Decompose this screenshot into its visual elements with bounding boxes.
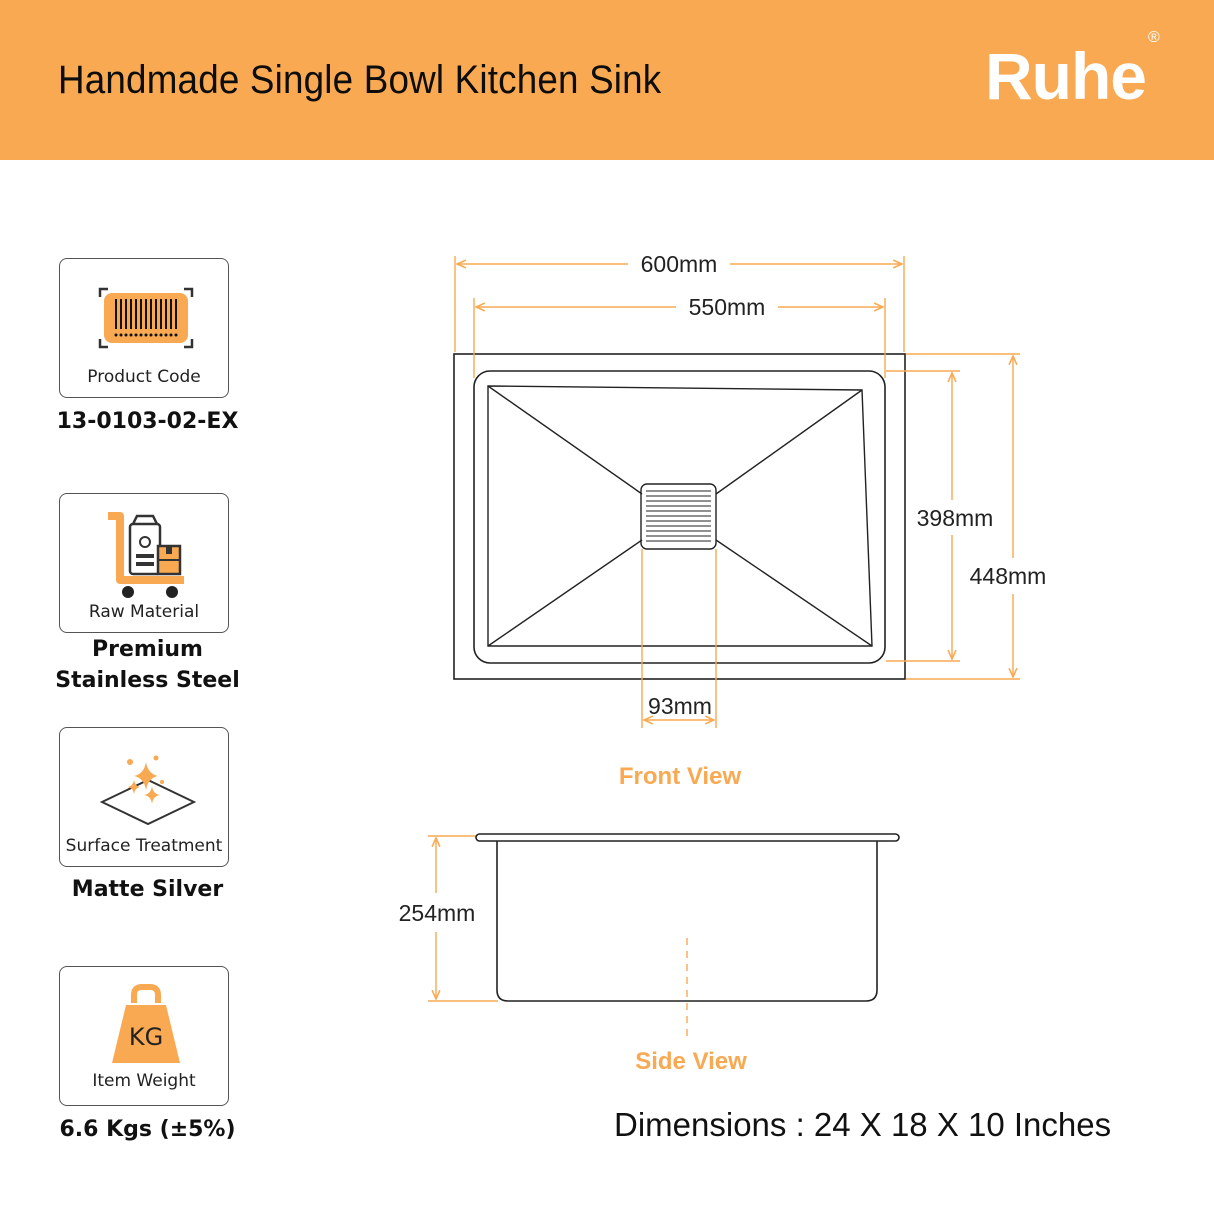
weight-icon-text: KG — [129, 1023, 163, 1051]
product-code-value: 13-0103-02-EX — [56, 409, 239, 434]
raw-material-caption: Raw Material — [88, 602, 200, 622]
brand-name: Ruhe — [985, 39, 1147, 113]
overall-width-label: 600mm — [641, 251, 718, 277]
raw-material-value-line-1: Premium — [92, 637, 203, 662]
barcode-icon — [98, 287, 194, 349]
bowl-depth-label: 398mm — [917, 505, 994, 531]
drain-width-label: 93mm — [648, 693, 712, 719]
raw-material-value-line-2: Stainless Steel — [55, 668, 240, 693]
overall-dimensions-text: Dimensions : 24 X 18 X 10 Inches — [614, 1106, 1112, 1143]
dimension-lines — [428, 256, 1020, 1036]
raw-material-cart-icon — [108, 512, 184, 598]
item-weight-card: KG Item Weight — [59, 966, 229, 1106]
overall-depth-label: 448mm — [970, 563, 1047, 589]
bowl-width-label: 550mm — [689, 294, 766, 320]
product-code-card: Product Code — [59, 258, 229, 398]
product-code-caption: Product Code — [87, 367, 201, 387]
side-view-sink — [475, 833, 900, 1002]
registered-mark: ® — [1148, 29, 1160, 46]
surface-treatment-caption: Surface Treatment — [65, 836, 223, 856]
drain-grate — [640, 483, 717, 550]
brand-logo: Ruhe® — [985, 29, 1160, 114]
page-title: Handmade Single Bowl Kitchen Sink — [58, 58, 662, 102]
raw-material-value: Premium Stainless Steel — [40, 634, 255, 696]
weight-kg-icon: KG — [112, 984, 180, 1063]
raw-material-card: Raw Material — [59, 493, 229, 633]
surface-treatment-card: Surface Treatment — [59, 727, 229, 867]
front-view-label: Front View — [619, 763, 742, 790]
side-view-label: Side View — [635, 1048, 747, 1075]
side-height-label: 254mm — [399, 900, 476, 926]
sparkle-surface-icon — [99, 755, 196, 826]
front-view-sink — [453, 353, 906, 680]
item-weight-caption: Item Weight — [92, 1071, 196, 1091]
header-banner: Handmade Single Bowl Kitchen Sink Ruhe® — [0, 0, 1214, 160]
item-weight-value: 6.6 Kgs (±5%) — [59, 1117, 236, 1142]
surface-treatment-value: Matte Silver — [71, 877, 224, 902]
